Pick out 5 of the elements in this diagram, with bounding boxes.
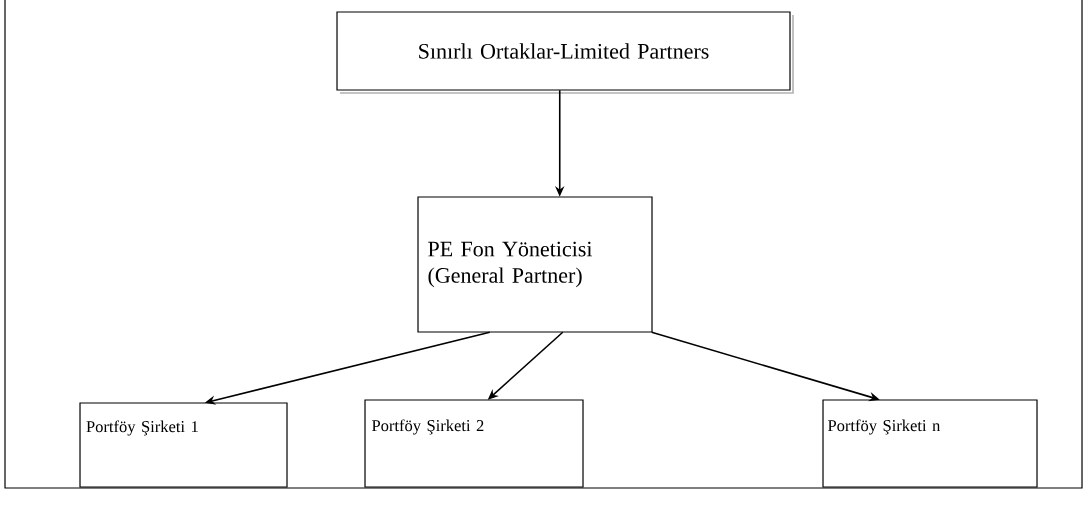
company-box: Portföy Şirketi 1 — [79, 402, 288, 488]
company-box: Portföy Şirketi 2 — [364, 399, 584, 488]
partner-box: PE Fon Yöneticisi (General Partner) — [417, 196, 653, 333]
partner-box: Sınırlı Ortaklar-Limited Partners — [336, 11, 794, 94]
company-box: Portföy Şirketi n — [822, 399, 1038, 488]
